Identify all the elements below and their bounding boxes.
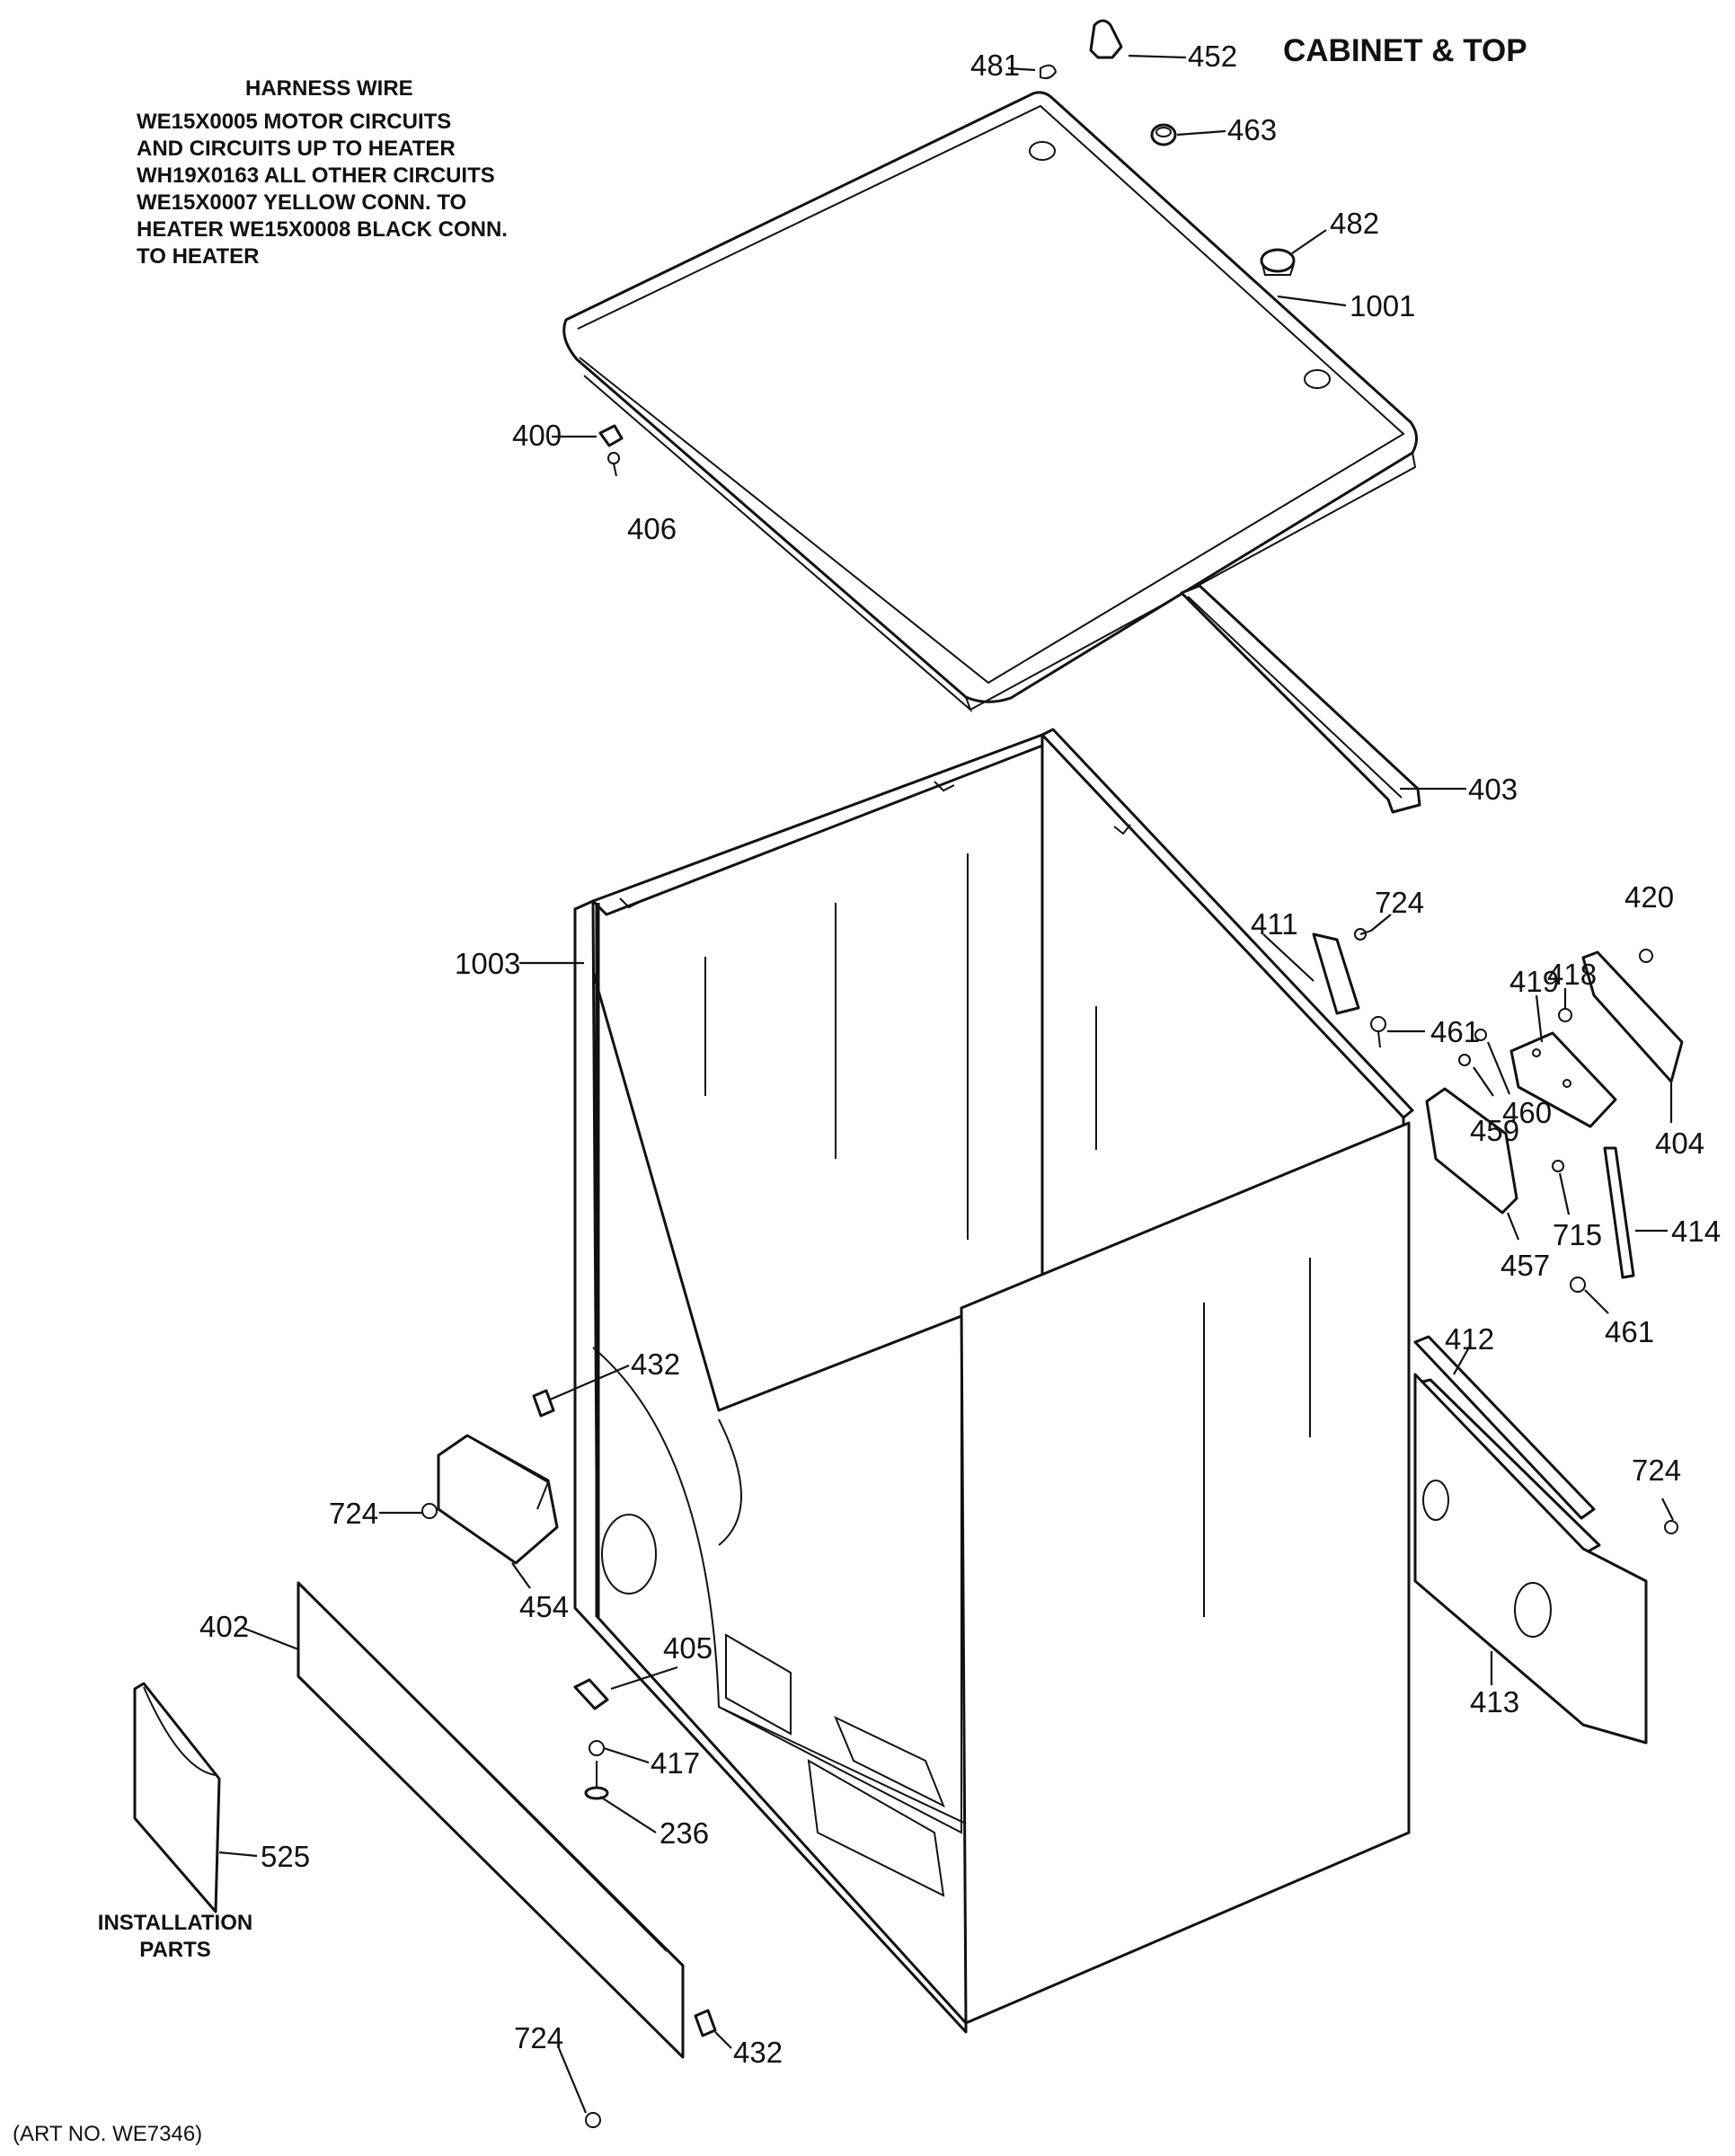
part-432-clip-lower [694,2009,717,2037]
harness-note-line: TO HEATER [137,244,259,269]
callout-460: 460 [1502,1096,1552,1129]
part-461-screw-lower [1570,1277,1586,1293]
installation-label-line: PARTS [139,1938,211,1962]
callout-420: 420 [1624,880,1674,914]
part-420-screw [1639,949,1653,963]
callout-724-left: 724 [329,1497,378,1530]
part-236-leveling-leg [584,1761,609,1800]
harness-note-line: WE15X0007 YELLOW CONN. TO [137,190,466,215]
part-724-screw-upper [1354,928,1372,941]
part-432-clip-upper [532,1389,555,1418]
callout-414: 414 [1671,1215,1721,1248]
callout-labels: 481 452 463 482 1001 400 406 403 1003 41… [199,40,1721,2069]
callout-461-lower: 461 [1605,1315,1654,1348]
callout-724-upper: 724 [1375,886,1424,919]
callout-403: 403 [1468,773,1518,806]
part-405-bracket [573,1678,609,1710]
harness-note-line: WH19X0163 ALL OTHER CIRCUITS [137,163,495,188]
part-463-grommet [1150,123,1177,146]
part-414-strip [1603,1146,1635,1279]
part-454-bracket [437,1434,559,1565]
callout-404: 404 [1655,1127,1704,1160]
part-461-screw-upper [1370,1016,1386,1048]
callout-482: 482 [1330,207,1379,240]
part-481-clip [1040,64,1058,80]
callout-406: 406 [627,512,677,545]
callout-454: 454 [519,1590,569,1623]
callout-715: 715 [1553,1218,1602,1251]
callout-402: 402 [199,1610,249,1643]
part-418-washer [1558,1008,1572,1022]
harness-wire-note: HARNESS WIRE WE15X0005 MOTOR CIRCUITS AN… [137,76,508,269]
cabinet-top-panel [562,91,1418,713]
callout-1001: 1001 [1350,289,1415,323]
callout-463: 463 [1227,113,1277,146]
part-400-clip [598,424,624,447]
diagram-title: CABINET & TOP [1283,33,1527,68]
callout-1003: 1003 [455,947,520,980]
part-406-screw [607,452,620,477]
callout-432-lower: 432 [733,2036,783,2069]
callout-413: 413 [1470,1685,1519,1719]
callout-418: 418 [1547,958,1597,991]
part-459-screw [1458,1054,1471,1066]
part-413-back-panel [1413,1373,1648,1745]
callout-411: 411 [1251,907,1298,941]
callout-481: 481 [970,49,1020,82]
callout-400: 400 [512,419,562,452]
installation-label-line: INSTALLATION [98,1911,252,1935]
harness-note-line: AND CIRCUITS UP TO HEATER [137,137,456,161]
part-724-screw-bottom [585,2112,601,2128]
part-419-terminal-block [1509,1031,1617,1128]
harness-note-line: HEATER WE15X0008 BLACK CONN. [137,217,508,242]
callout-459: 459 [1470,1114,1519,1147]
part-417-nut [589,1740,605,1756]
harness-note-line: WE15X0005 MOTOR CIRCUITS [137,110,451,134]
callout-432-upper: 432 [631,1348,680,1381]
installation-parts-label: INSTALLATION PARTS [98,1911,252,1962]
part-724-screw-left [421,1503,438,1519]
part-411-plate [1312,932,1360,1015]
callout-419: 419 [1509,965,1559,998]
callout-412: 412 [1445,1322,1494,1356]
art-number: (ART NO. WE7346) [13,2122,202,2146]
callout-236: 236 [659,1816,709,1850]
part-457-bracket [1425,1087,1518,1215]
part-482-knob [1260,248,1296,276]
part-452-bracket [1089,19,1123,59]
callout-452: 452 [1188,40,1237,73]
callout-724-right: 724 [1632,1454,1681,1487]
callout-525: 525 [261,1840,310,1873]
part-403-strip [1180,584,1421,814]
callout-417: 417 [651,1746,700,1780]
callout-724-bottom: 724 [514,2021,563,2054]
callout-405: 405 [663,1631,713,1665]
harness-note-heading: HARNESS WIRE [245,76,413,101]
part-724-screw-right [1664,1520,1678,1534]
part-715-screw [1552,1160,1564,1172]
part-404-plate [1581,950,1684,1083]
callout-461-upper: 461 [1430,1015,1480,1048]
part-402-kick-panel [297,1581,685,2059]
callout-leaders [218,54,1674,2114]
callout-457: 457 [1500,1249,1550,1282]
cabinet-body [573,728,1414,2034]
part-525-installation-parts [133,1682,221,1913]
part-460-screw [1474,1029,1487,1041]
